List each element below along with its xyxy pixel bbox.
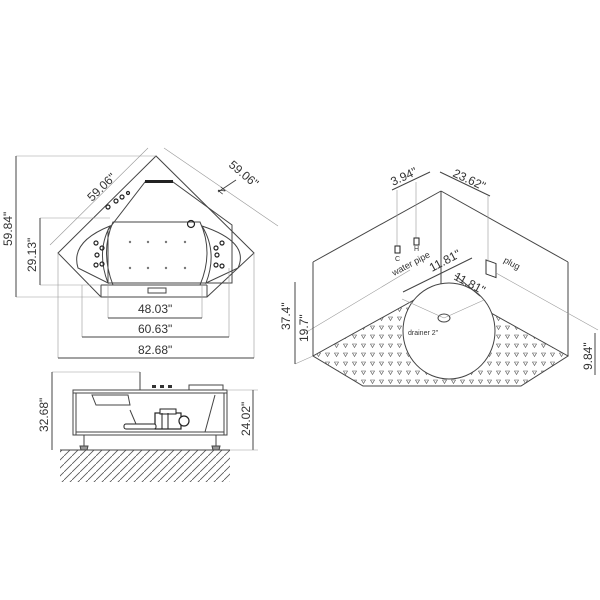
dim-right-diagonal: 59.06" <box>226 158 261 191</box>
installation-view: 3.94" 23.62" C H water pipe plug 11.81" … <box>279 164 599 387</box>
water-pipes <box>394 182 420 254</box>
dim-plug-height: 9.84" <box>581 342 595 370</box>
dim-mid-width: 60.63" <box>138 322 172 336</box>
label-drainer: drainer 2" <box>408 330 439 337</box>
top-dimensions <box>15 147 279 359</box>
north-marker: N <box>216 185 228 196</box>
side-control-buttons <box>152 385 172 388</box>
dim-total-width: 82.68" <box>138 343 172 357</box>
right-seat <box>200 225 241 284</box>
dim-body-height: 24.02" <box>239 402 253 436</box>
dim-total-height: 32.68" <box>37 398 51 432</box>
dim-plug-offset: 23.62" <box>451 166 488 193</box>
drain-cover <box>147 287 167 294</box>
dim-left-diagonal: 59.06" <box>84 170 118 204</box>
tub-inner-rim <box>107 181 233 284</box>
dim-inner-depth: 29.13" <box>25 238 39 272</box>
label-cold: C <box>395 256 400 263</box>
feet <box>79 435 221 451</box>
label-plug: plug <box>502 255 522 272</box>
label-hot: H <box>414 246 419 253</box>
tub-basin <box>106 221 208 286</box>
floor-hatch <box>60 450 230 482</box>
dim-wall-height: 19.7" <box>297 314 311 342</box>
left-seat <box>76 225 112 285</box>
drain-cutout <box>402 282 496 380</box>
plug-outlet <box>485 259 497 279</box>
dim-pipe-height: 37.4" <box>279 302 293 330</box>
seat-jets <box>93 240 225 269</box>
side-view: 32.68" 24.02" <box>37 371 258 482</box>
label-water-pipe: water pipe <box>389 249 431 278</box>
dim-total-depth: 59.84" <box>1 212 15 246</box>
body-jets <box>128 240 187 270</box>
control-buttons <box>105 190 131 210</box>
dim-inner-width: 48.03" <box>138 302 172 316</box>
overflow-icon <box>186 219 196 229</box>
tub-side-body <box>72 389 228 436</box>
install-dimensions <box>294 171 599 375</box>
pump-motor <box>123 408 190 430</box>
top-view: 59.06" 59.06" N 59.84" 29.13" 48.03" 60.… <box>1 147 279 359</box>
dim-pipe-spacing: 3.94" <box>388 164 419 188</box>
headrest <box>145 180 173 183</box>
tub-outline <box>57 155 255 298</box>
